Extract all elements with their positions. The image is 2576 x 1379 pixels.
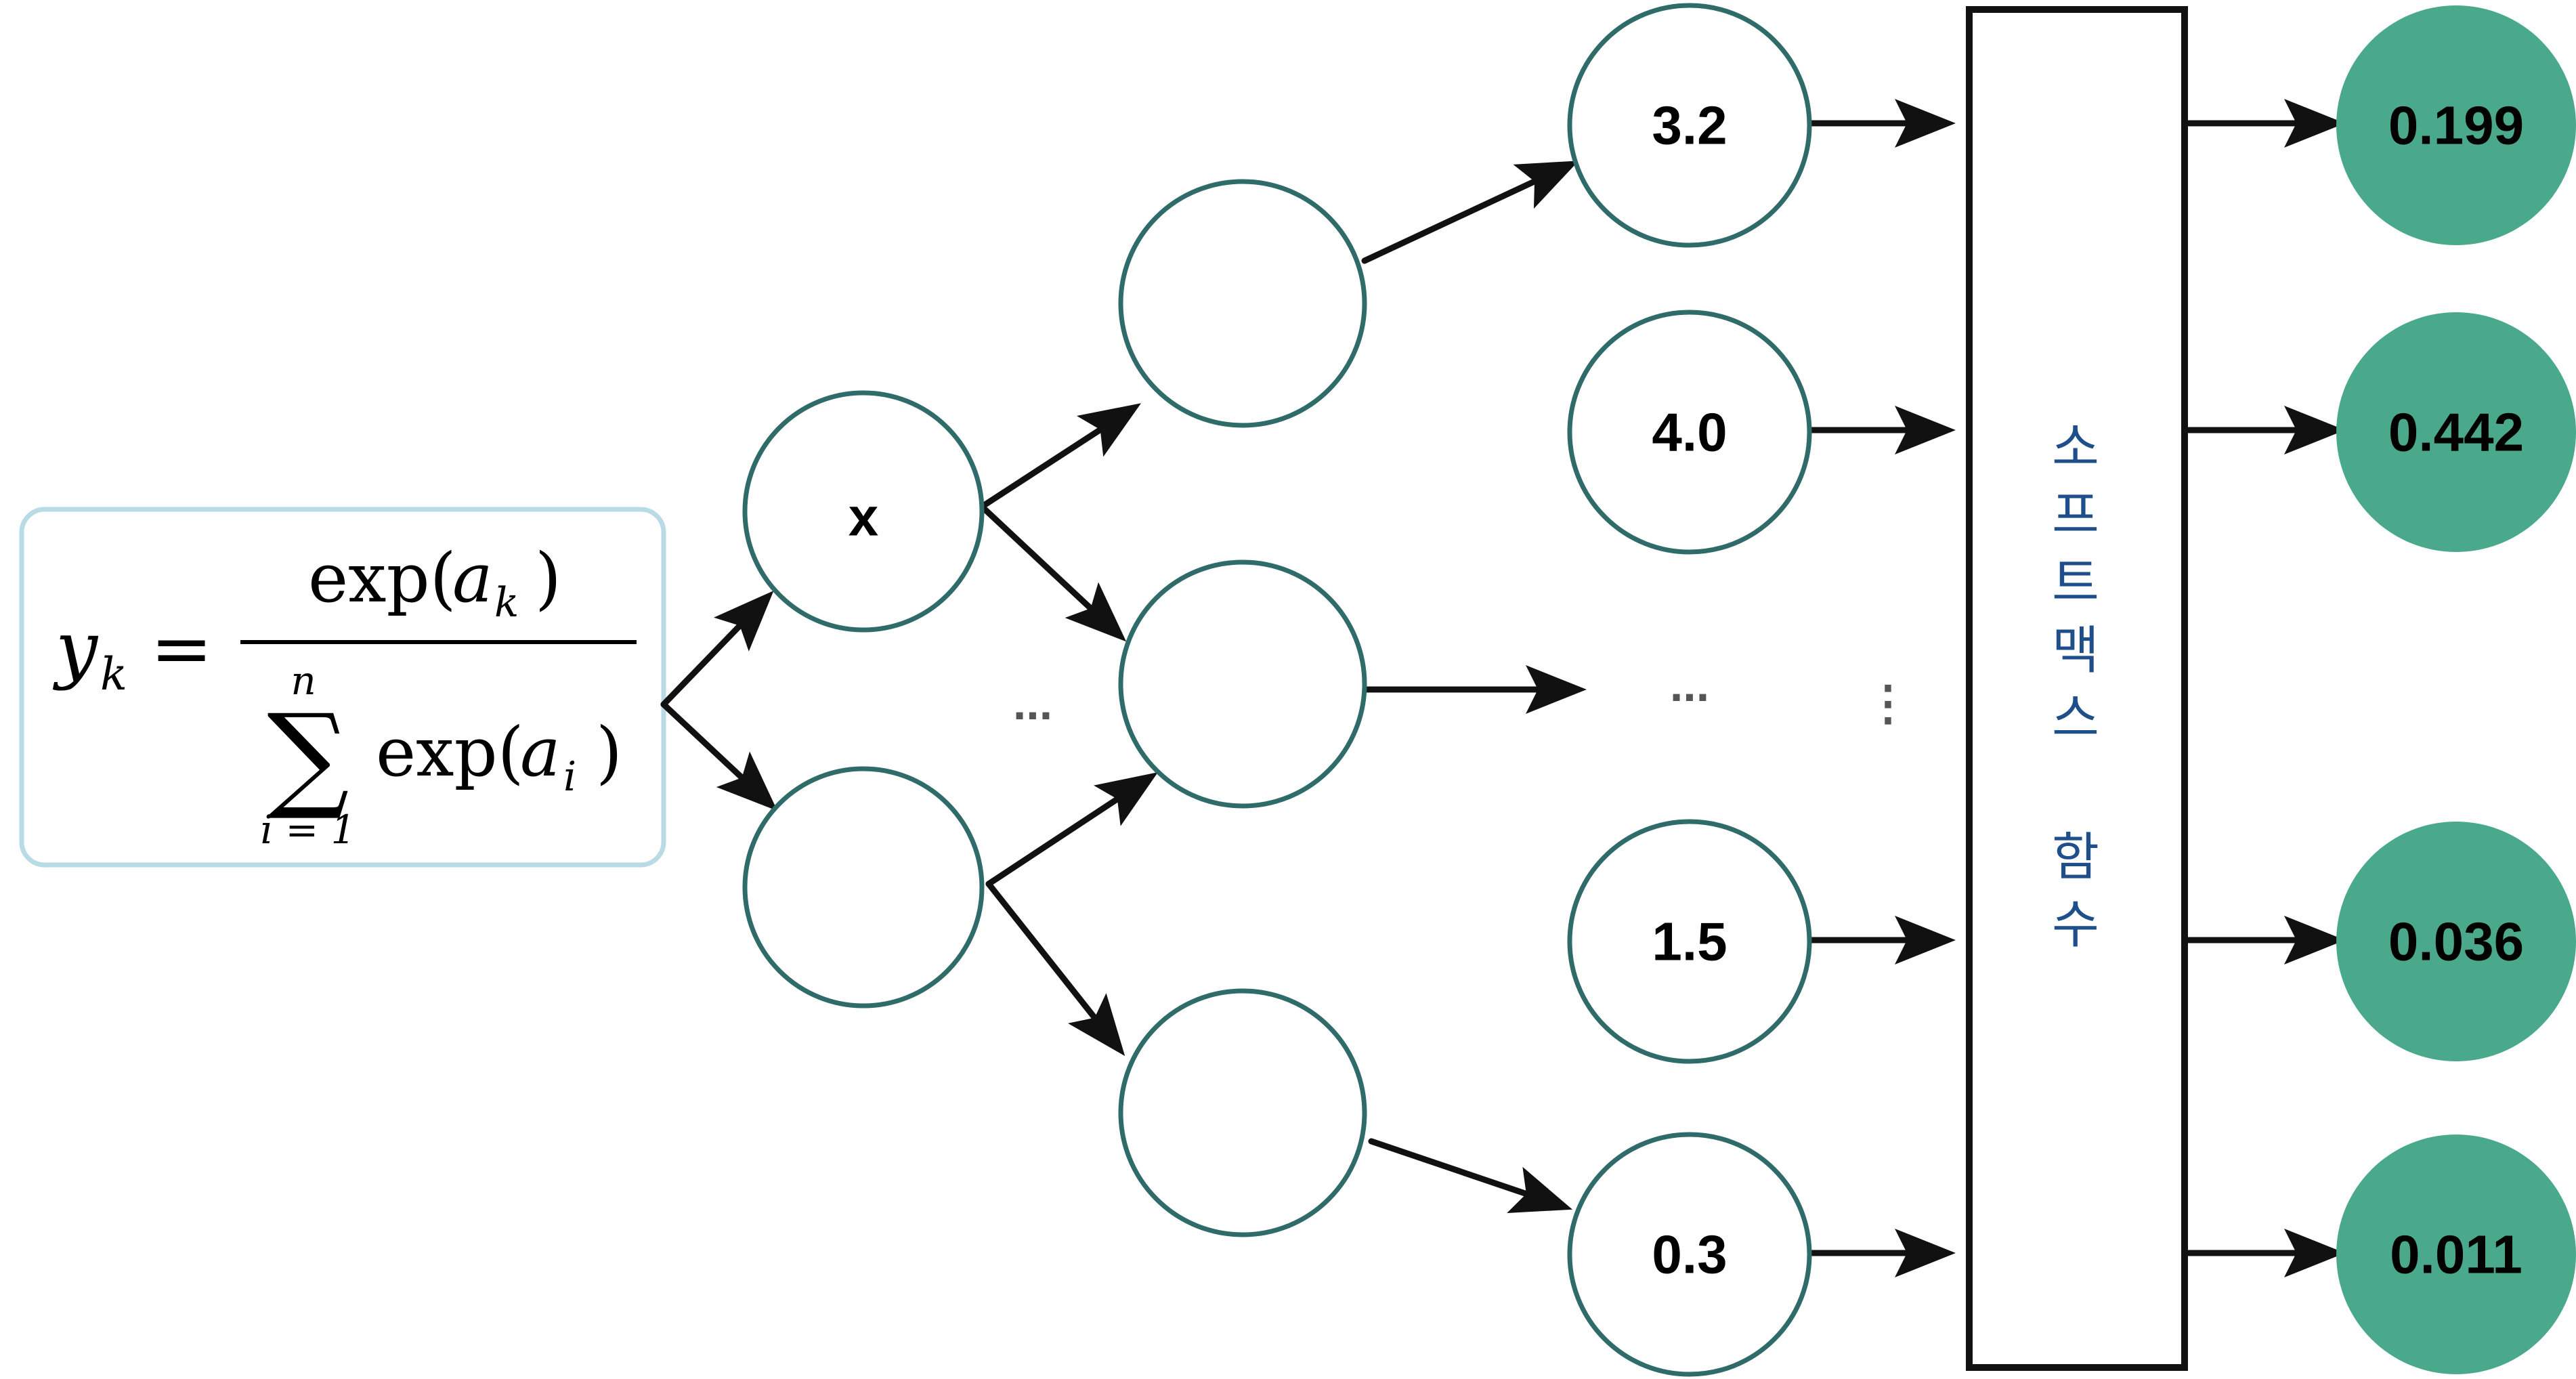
softmax-char-3: 트 [2052,553,2099,613]
output-node-1 [2336,5,2576,245]
output-node-4 [2336,1134,2576,1374]
output-label-2: 0.442 [2388,402,2524,463]
score-node-2 [1567,310,1812,555]
vertical-dots: ⋮ [1864,677,1912,729]
formula-denominator-sub: i [563,753,576,801]
softmax-function-box: 소 프 트 맥 스 함 수 [1966,6,2188,1371]
hidden-node-3 [1118,988,1367,1237]
formula-numerator-close: ) [535,538,561,618]
hidden-dots: ... [1013,677,1052,729]
softmax-char-2: 프 [2052,485,2099,545]
formula-lhs-var: y [52,605,99,692]
score-node-1 [1567,3,1812,248]
softmax-char-1: 소 [2052,417,2099,478]
output-node-3 [2336,822,2576,1061]
softmax-box-border [1966,6,2188,1371]
formula-equals: = [150,605,213,692]
score-layer: 3.2 4.0 ... 1.5 0.3 ⋮ [1567,3,1912,1377]
score-dots: ... [1670,658,1709,711]
output-label-3: 0.036 [2388,912,2524,972]
formula-numerator-fn: exp( [308,538,456,618]
input-node-2 [742,766,985,1009]
edge-formula-to-x [660,591,774,708]
sum-symbol: ∑ [267,690,349,824]
formula-numerator-var: a [452,538,493,618]
output-label-1: 0.199 [2388,96,2524,156]
hidden-node-1 [1118,179,1367,428]
edge-x-to-hidden1 [979,403,1142,510]
sum-lower-limit: i = 1 [261,807,356,853]
output-label-4: 0.011 [2390,1225,2523,1285]
score-label-2: 4.0 [1652,402,1727,463]
hidden-layer: ... [1013,179,1367,1237]
input-node-label: x [849,487,879,547]
formula-denominator-fn: exp( [376,713,524,792]
input-node-x [742,390,985,633]
input-layer: x [742,390,985,1009]
edge-node-to-hidden3 [985,881,1125,1057]
sum-upper-limit: n [291,658,316,704]
edge-formula-to-node [660,701,778,811]
edge-hidden1-to-score1 [1361,161,1579,264]
formula-denominator-close: ) [596,713,622,792]
softmax-char-4: 맥 [2052,620,2099,681]
score-node-5 [1567,1132,1812,1377]
softmax-char-7: 수 [2052,895,2099,955]
edge-x-to-hidden2 [979,503,1127,642]
output-layer: 0.199 0.442 0.036 0.011 [2336,5,2576,1374]
softmax-char-6: 함 [2052,827,2099,887]
score-label-1: 3.2 [1652,96,1727,156]
output-node-2 [2336,312,2576,552]
score-label-5: 0.3 [1652,1225,1727,1285]
edges [660,99,2345,1277]
edge-node-to-hidden2 [985,772,1159,887]
formula-lhs-sub: k [100,648,127,700]
formula-denominator-var: a [520,713,561,792]
score-label-4: 1.5 [1652,912,1727,972]
edge-hidden3-to-score5 [1368,1138,1573,1213]
formula-box: y k = exp( a k ) n ∑ i = 1 exp( a i ) [19,507,666,868]
hidden-node-2 [1118,559,1367,809]
score-node-4 [1567,819,1812,1064]
softmax-char-5: 스 [2052,688,2099,748]
formula-numerator-sub: k [494,579,519,627]
